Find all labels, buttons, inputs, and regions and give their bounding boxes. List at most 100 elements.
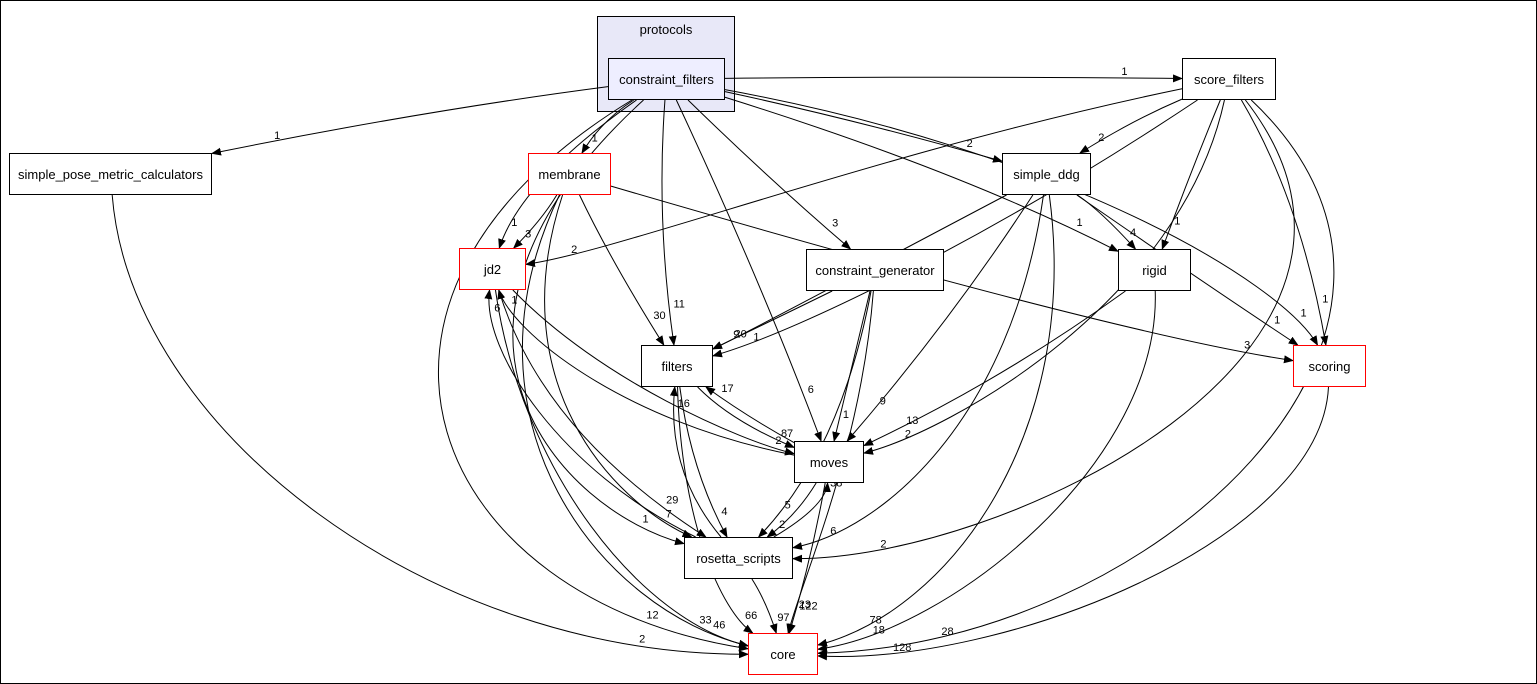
edge-constraint_generator-to-rosetta_scripts xyxy=(757,290,872,538)
edge-jd2-to-core xyxy=(494,289,749,648)
node-membrane[interactable]: membrane xyxy=(528,153,611,195)
edge-constraint_generator-to-moves xyxy=(832,290,871,442)
edge-count-label[interactable]: 2 xyxy=(1098,132,1104,144)
node-rosetta-scripts[interactable]: rosetta_scripts xyxy=(684,537,793,579)
edge-moves-to-filters xyxy=(705,386,795,444)
node-jd2[interactable]: jd2 xyxy=(459,248,526,290)
edge-simple_ddg-to-rosetta_scripts xyxy=(792,194,1044,550)
edge-count-label[interactable]: 2 xyxy=(571,244,577,256)
edge-count-label[interactable]: 97 xyxy=(777,612,789,624)
edge-moves-to-jd2 xyxy=(497,289,795,456)
edge-count-label[interactable]: 1 xyxy=(843,409,849,421)
edge-count-label[interactable]: 18 xyxy=(873,624,885,636)
edge-moves-to-core xyxy=(788,482,826,634)
edge-count-label[interactable]: 33 xyxy=(699,615,711,627)
edge-membrane-to-core xyxy=(521,194,749,648)
edge-constraint_generator-to-core xyxy=(786,290,874,634)
edge-rosetta_scripts-to-jd2 xyxy=(484,289,696,538)
edge-count-label[interactable]: 2 xyxy=(967,138,973,150)
edge-rigid-to-moves xyxy=(863,290,1126,446)
edge-score_filters-to-rosetta_scripts xyxy=(792,99,1295,563)
edge-count-label[interactable]: 9 xyxy=(733,329,739,341)
edge-count-label[interactable]: 4 xyxy=(1130,227,1136,239)
edge-constraint_filters-to-core xyxy=(438,99,749,652)
edge-count-label[interactable]: 13 xyxy=(906,415,918,427)
node-filters[interactable]: filters xyxy=(641,345,713,387)
edge-count-label[interactable]: 1 xyxy=(274,130,280,142)
edge-constraint_filters-to-filters xyxy=(661,99,677,346)
node-simple-pose-metric-calculators[interactable]: simple_pose_metric_calculators xyxy=(9,153,212,195)
edge-count-label[interactable]: 1 xyxy=(592,132,598,144)
edge-constraint_filters-to-simple_pose_metric_calculators xyxy=(211,86,609,156)
edge-membrane-to-rosetta_scripts xyxy=(544,194,693,538)
edge-score_filters-to-scoring xyxy=(1240,99,1329,346)
edge-filters-to-moves xyxy=(697,386,795,448)
node-rigid[interactable]: rigid xyxy=(1118,249,1191,291)
node-constraint-generator[interactable]: constraint_generator xyxy=(806,249,944,291)
edge-count-label[interactable]: 9 xyxy=(880,395,886,407)
cluster-label-protocols: protocols xyxy=(639,22,693,37)
edge-count-label[interactable]: 122 xyxy=(799,601,817,613)
edge-score_filters-to-core xyxy=(817,99,1335,658)
edge-count-label[interactable]: 29 xyxy=(666,495,678,507)
edge-filters-to-core xyxy=(677,386,754,634)
edge-count-label[interactable]: 6 xyxy=(494,302,500,314)
edge-count-label[interactable]: 23 xyxy=(799,599,811,611)
edge-count-label[interactable]: 87 xyxy=(781,428,793,440)
edge-jd2-to-rosetta_scripts xyxy=(498,289,707,538)
edge-count-label[interactable]: 30 xyxy=(653,310,665,322)
edge-score_filters-to-jd2 xyxy=(525,88,1183,268)
edge-membrane-to-jd2 xyxy=(513,194,558,249)
edge-simple_ddg-to-core xyxy=(817,194,1055,647)
edge-constraint_filters-to-rigid xyxy=(724,96,1119,252)
edge-score_filters-to-simple_ddg xyxy=(1079,98,1183,154)
edge-rosetta_scripts-to-core xyxy=(751,578,778,634)
edge-simple_ddg-to-rigid xyxy=(1077,194,1137,250)
edge-score_filters-to-moves xyxy=(863,99,1225,455)
edge-count-label[interactable]: 28 xyxy=(941,626,953,638)
edge-count-label[interactable]: 1 xyxy=(1322,294,1328,306)
edge-count-label[interactable]: 1 xyxy=(511,295,517,307)
edge-count-label[interactable]: 2 xyxy=(639,633,645,645)
edge-count-label[interactable]: 11 xyxy=(673,298,684,310)
edge-rigid-to-core xyxy=(817,290,1156,652)
edge-count-label[interactable]: 17 xyxy=(721,383,733,395)
edge-count-label[interactable]: 3 xyxy=(525,228,531,240)
node-scoring[interactable]: scoring xyxy=(1293,345,1366,387)
edge-count-label[interactable]: 1 xyxy=(753,332,759,344)
node-moves[interactable]: moves xyxy=(794,441,864,483)
edge-constraint_filters-to-moves xyxy=(675,99,822,442)
edge-count-label[interactable]: 1 xyxy=(1301,307,1307,319)
edge-count-label[interactable]: 16 xyxy=(678,398,690,410)
node-constraint-filters[interactable]: constraint_filters xyxy=(608,58,725,100)
edge-count-label[interactable]: 78 xyxy=(869,615,881,627)
edge-count-label[interactable]: 3 xyxy=(832,218,838,230)
edge-count-label[interactable]: 12 xyxy=(646,609,658,621)
edge-membrane-to-scoring xyxy=(610,185,1294,364)
edge-count-label[interactable]: 1 xyxy=(1076,217,1082,229)
edge-count-label[interactable]: 5 xyxy=(785,499,791,511)
edge-count-label[interactable]: 2 xyxy=(905,429,911,441)
edge-count-label[interactable]: 6 xyxy=(808,384,814,396)
edge-constraint_generator-to-filters xyxy=(712,290,833,350)
edge-count-label[interactable]: 66 xyxy=(745,610,757,622)
edge-count-label[interactable]: 1 xyxy=(643,514,649,526)
edge-count-label[interactable]: 1 xyxy=(1121,66,1127,78)
edge-scoring-to-core xyxy=(817,386,1329,661)
edge-simple_pose_metric_calculators-to-core xyxy=(111,194,749,659)
edge-count-label[interactable]: 6 xyxy=(830,526,836,538)
edge-count-label[interactable]: 1 xyxy=(1274,315,1280,327)
edge-count-label[interactable]: 1 xyxy=(511,217,517,229)
edge-count-label[interactable]: 1 xyxy=(1174,215,1180,227)
node-core[interactable]: core xyxy=(748,633,818,675)
edge-count-label[interactable]: 128 xyxy=(893,642,911,654)
node-simple-ddg[interactable]: simple_ddg xyxy=(1002,153,1091,195)
edge-count-label[interactable]: 46 xyxy=(713,620,725,632)
edge-count-label[interactable]: 3 xyxy=(1244,339,1250,351)
edge-count-label[interactable]: 7 xyxy=(666,508,672,520)
edge-count-label[interactable]: 2 xyxy=(880,539,886,551)
edge-count-label[interactable]: 2 xyxy=(779,519,785,531)
edge-count-label[interactable]: 4 xyxy=(721,506,727,518)
node-score-filters[interactable]: score_filters xyxy=(1182,58,1276,100)
